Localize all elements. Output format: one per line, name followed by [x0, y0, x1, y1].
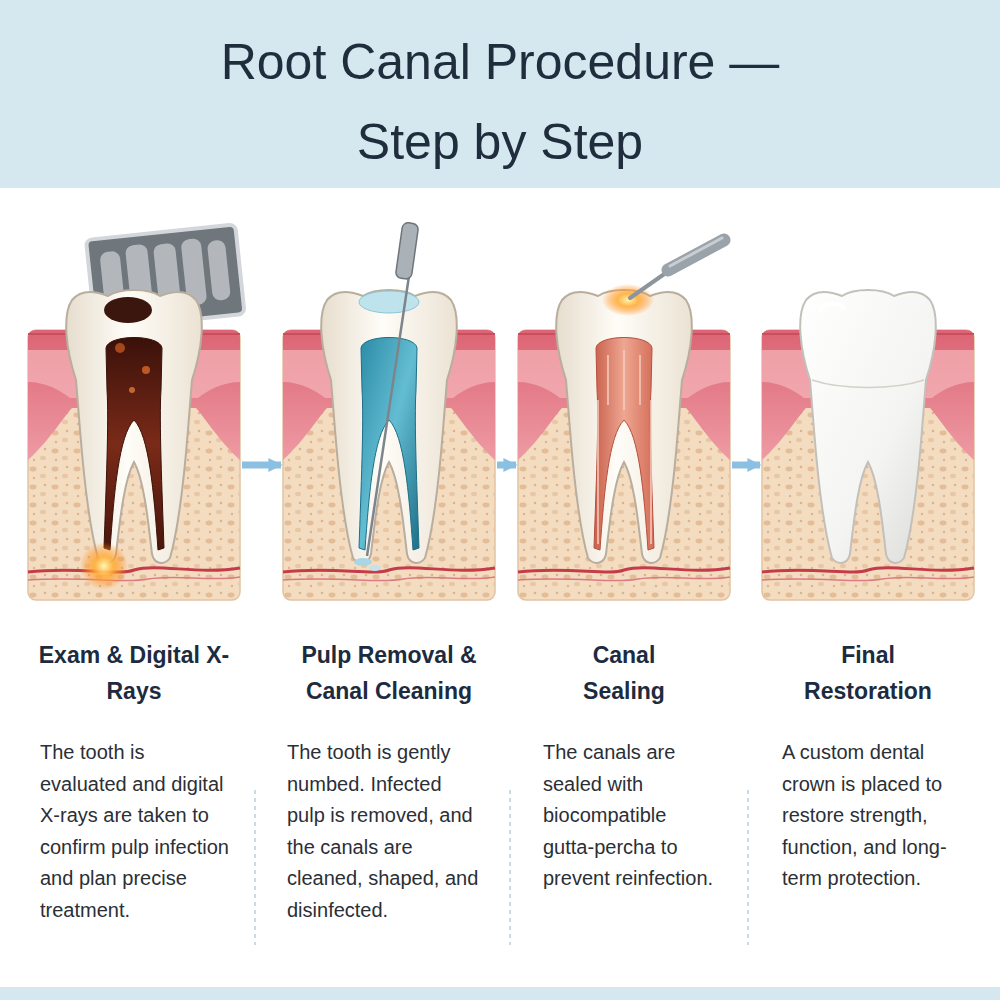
step-heading: Final Restoration	[780, 637, 956, 709]
step-panel: Final Restoration A custom dental crown i…	[762, 230, 974, 950]
decay-spot	[142, 366, 150, 374]
column-separator	[254, 790, 256, 945]
step-body: A custom dental crown is placed to resto…	[782, 737, 968, 895]
gutta-percha	[594, 338, 654, 551]
tooth	[321, 290, 457, 563]
infected-pulp	[104, 338, 164, 551]
gum-and-bone	[28, 330, 240, 600]
step-body: The tooth is gently numbed. Infected pul…	[287, 737, 479, 926]
gum-and-bone	[518, 330, 730, 600]
tooth	[556, 290, 692, 563]
infection-glow	[80, 542, 128, 590]
infected-tooth-illustration	[28, 224, 245, 600]
step-body: The canals are sealed with biocompatible…	[543, 737, 715, 895]
decay	[104, 297, 152, 323]
flow-arrow	[732, 462, 760, 469]
file-handle	[395, 222, 419, 280]
handle-highlight	[670, 238, 722, 266]
endodontic-file	[367, 276, 409, 556]
decay-spot	[129, 387, 135, 393]
title: Root Canal Procedure — Step by Step	[170, 22, 830, 182]
column-separator	[747, 790, 749, 945]
gum-and-bone	[283, 330, 495, 600]
bottom-band	[0, 987, 1000, 1000]
step-heading: Canal Sealing	[549, 637, 699, 709]
access-cavity	[359, 291, 419, 313]
crown-highlight	[820, 304, 844, 310]
plugger-handle	[668, 240, 724, 270]
crown-margin	[812, 380, 924, 388]
sealing-illustration	[518, 238, 730, 600]
crowned-tooth	[800, 290, 936, 563]
step-panel: Canal SealingThe canals are sealed with …	[518, 230, 730, 950]
column-separator	[509, 790, 511, 945]
tooth	[66, 290, 202, 563]
step-heading: Pulp Removal & Canal Cleaning	[284, 637, 494, 709]
title-band	[0, 0, 1000, 188]
cleaned-canal	[359, 338, 419, 551]
flow-arrow	[497, 462, 516, 469]
debris	[369, 565, 381, 571]
decay-spot	[115, 343, 125, 353]
step-body: The tooth is evaluated and digital X-ray…	[40, 737, 235, 926]
restored-tooth-illustration	[762, 290, 974, 600]
step-heading: Exam & Digital X-Rays	[34, 637, 234, 709]
gutta-percha-stripes	[598, 350, 651, 544]
step-panel: Exam & Digital X-RaysThe tooth is evalua…	[28, 230, 240, 950]
debris	[354, 558, 372, 566]
cleaning-illustration	[283, 222, 495, 600]
step-panel: Pulp Removal & Canal CleaningThe tooth i…	[283, 230, 495, 950]
flow-arrow	[242, 462, 281, 469]
